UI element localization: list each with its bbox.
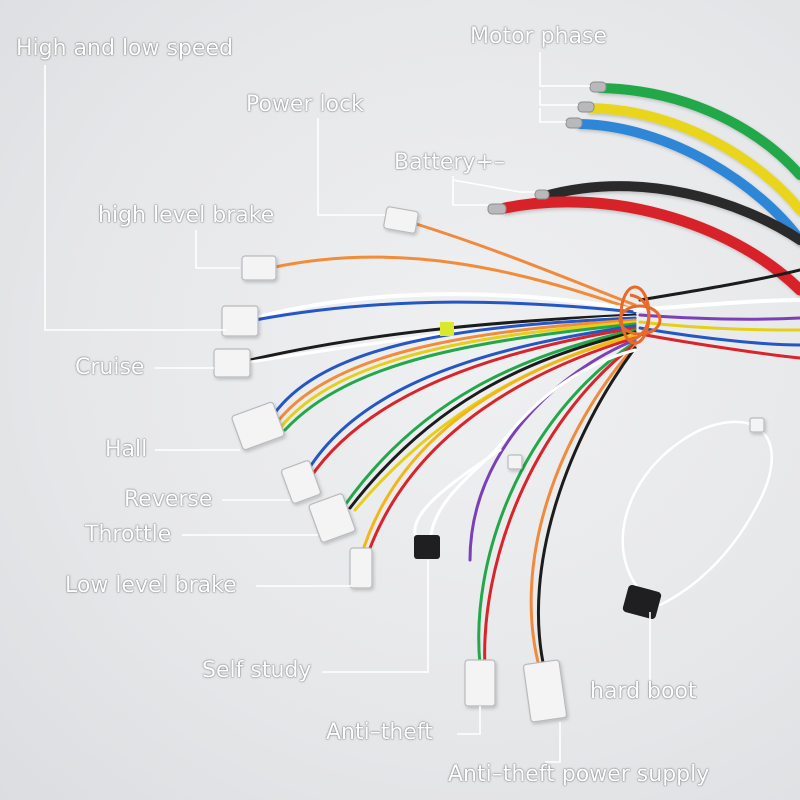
battery-cables bbox=[499, 181, 800, 296]
signal-wires bbox=[248, 220, 800, 674]
connectors bbox=[213, 206, 765, 723]
cable-tie-knot bbox=[618, 285, 662, 345]
label-throttle: Throttle bbox=[85, 522, 172, 547]
label-power-lock: Power lock bbox=[246, 92, 364, 117]
label-cruise: Cruise bbox=[75, 355, 145, 380]
motor-phase-cables bbox=[575, 83, 800, 245]
lug-terminals bbox=[487, 81, 607, 215]
black-connectors bbox=[414, 535, 662, 620]
label-hard-boot: hard boot bbox=[590, 679, 697, 704]
label-hall: Hall bbox=[105, 437, 148, 462]
label-battery: Battery+– bbox=[394, 150, 505, 175]
label-high-level-brake: high level brake bbox=[98, 203, 275, 228]
label-anti-theft: Anti–theft bbox=[326, 720, 433, 745]
label-reverse: Reverse bbox=[124, 487, 213, 512]
yellow-tag bbox=[440, 322, 454, 336]
label-motor-phase: Motor phase bbox=[470, 24, 607, 49]
leader-lines bbox=[44, 52, 651, 763]
label-high-low-speed: High and low speed bbox=[16, 36, 233, 61]
label-low-level-brake: Low level brake bbox=[65, 573, 237, 598]
label-anti-theft-power-supply: Anti–theft power supply bbox=[448, 762, 710, 787]
label-self-study: Self study bbox=[202, 658, 312, 683]
